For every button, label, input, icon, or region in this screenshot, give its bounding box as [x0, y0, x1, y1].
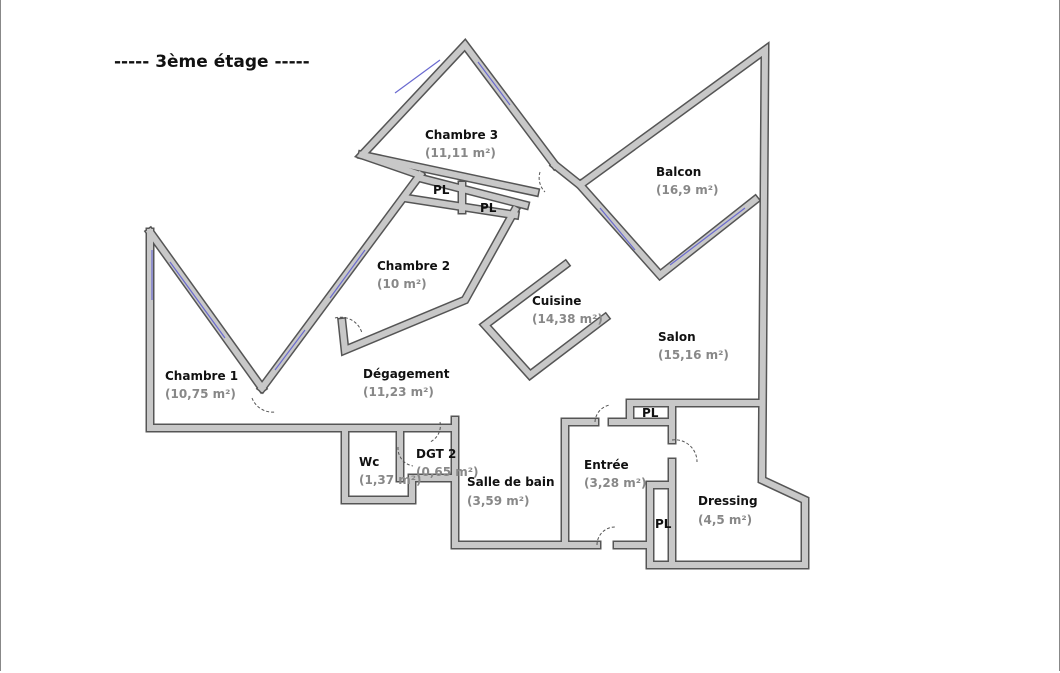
- svg-text:Cuisine: Cuisine: [532, 294, 581, 308]
- svg-text:(10,75 m²): (10,75 m²): [165, 387, 236, 401]
- door-swing: [397, 446, 414, 467]
- room-balcon: Balcon (16,9 m²): [656, 165, 719, 197]
- svg-text:Chambre 2: Chambre 2: [377, 259, 450, 273]
- svg-text:Dégagement: Dégagement: [363, 367, 450, 381]
- svg-text:(4,5 m²): (4,5 m²): [698, 513, 752, 527]
- door-swing: [429, 421, 441, 443]
- window: [394, 59, 441, 94]
- room-labels: Chambre 3 (11,11 m²) Balcon (16,9 m²) Ch…: [165, 128, 758, 527]
- windows: [151, 59, 746, 371]
- room-dressing: Dressing (4,5 m²): [698, 494, 758, 527]
- svg-text:(3,59 m²): (3,59 m²): [467, 494, 530, 508]
- closet-label: PL: [480, 201, 497, 215]
- svg-text:(0,65 m²): (0,65 m²): [416, 465, 479, 479]
- room-chambre-2: Chambre 2 (10 m²): [377, 259, 450, 291]
- svg-text:(11,23 m²): (11,23 m²): [363, 385, 434, 399]
- door-swing: [538, 171, 546, 193]
- door-swing: [334, 316, 363, 334]
- svg-text:(10 m²): (10 m²): [377, 277, 427, 291]
- doors: [251, 171, 698, 546]
- walls: [143, 38, 810, 570]
- svg-text:Entrée: Entrée: [584, 458, 629, 472]
- window: [669, 207, 746, 266]
- room-chambre-3: Chambre 3 (11,11 m²): [425, 128, 498, 160]
- door-swing: [251, 397, 276, 413]
- svg-text:Wc: Wc: [359, 455, 379, 469]
- room-chambre-1: Chambre 1 (10,75 m²): [165, 369, 238, 401]
- svg-text:Salle de bain: Salle de bain: [467, 475, 555, 489]
- svg-text:Chambre 1: Chambre 1: [165, 369, 238, 383]
- room-dgt-2: DGT 2 (0,65 m²): [416, 447, 479, 479]
- closet-label: PL: [642, 406, 659, 420]
- svg-text:DGT 2: DGT 2: [416, 447, 456, 461]
- room-entree: Entrée (3,28 m²): [584, 458, 647, 490]
- svg-text:Dressing: Dressing: [698, 494, 758, 508]
- closet-label: PL: [655, 517, 672, 531]
- svg-text:Salon: Salon: [658, 330, 696, 344]
- closet-labels: PL PL PL PL: [433, 183, 672, 531]
- floor-title: ----- 3ème étage -----: [114, 52, 310, 72]
- window: [477, 61, 511, 106]
- room-wc: Wc (1,37 m²): [359, 455, 422, 487]
- window: [599, 207, 636, 251]
- window: [169, 261, 226, 339]
- window: [329, 249, 366, 299]
- svg-text:(16,9 m²): (16,9 m²): [656, 183, 719, 197]
- svg-text:(15,16 m²): (15,16 m²): [658, 348, 729, 362]
- svg-text:(11,11 m²): (11,11 m²): [425, 146, 496, 160]
- door-swing: [596, 526, 616, 546]
- svg-text:(3,28 m²): (3,28 m²): [584, 476, 647, 490]
- closet-label: PL: [433, 183, 450, 197]
- window: [274, 329, 306, 371]
- svg-text:Chambre 3: Chambre 3: [425, 128, 498, 142]
- room-cuisine: Cuisine (14,38 m²): [532, 294, 603, 326]
- svg-text:Balcon: Balcon: [656, 165, 701, 179]
- room-degagement: Dégagement (11,23 m²): [363, 367, 450, 399]
- svg-text:(1,37 m²): (1,37 m²): [359, 473, 422, 487]
- door-swing: [594, 404, 611, 423]
- room-salle-de-bain: Salle de bain (3,59 m²): [467, 475, 555, 508]
- room-salon: Salon (15,16 m²): [658, 330, 729, 362]
- svg-text:(14,38 m²): (14,38 m²): [532, 312, 603, 326]
